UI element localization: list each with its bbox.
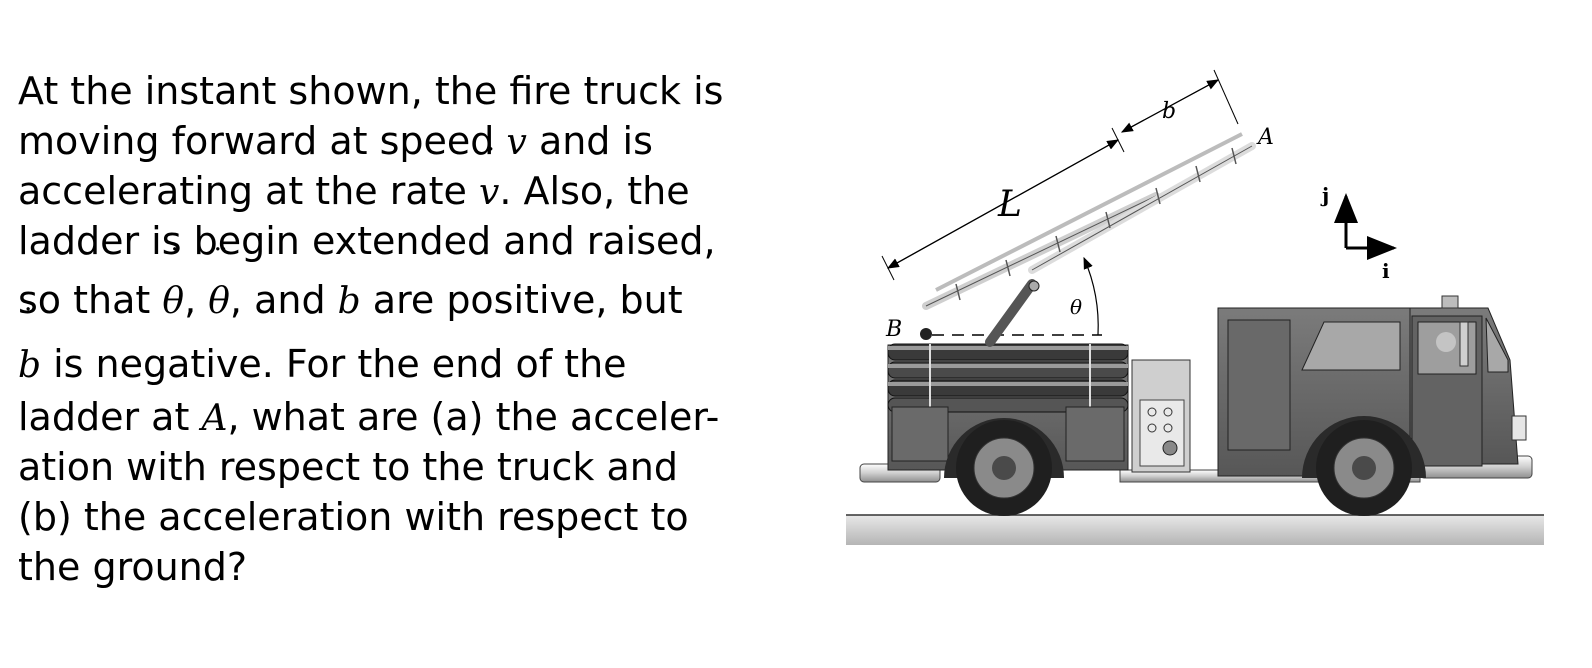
text-segment: At the instant shown, the fire truck is: [18, 69, 724, 113]
label-b: b: [1162, 99, 1176, 124]
label-L: L: [997, 184, 1022, 225]
double-dot-accent-icon: ¨: [23, 303, 39, 338]
dot-accent-icon: ˙: [343, 243, 359, 278]
dimension-b-line-back: [1120, 79, 1219, 133]
text-segment: ladder at: [18, 395, 202, 439]
double-dot-accent-icon: ¨: [213, 243, 229, 278]
dot-accent-icon: ˙: [483, 143, 499, 178]
symbol-letter: v: [479, 172, 500, 213]
problem-line: b ¨ is negative. For the end of the: [18, 306, 818, 392]
text-segment: so that: [18, 278, 163, 322]
fire-truck-figure: L b A B θ j i: [846, 69, 1544, 545]
problem-line: At the instant shown, the fire truck is: [18, 66, 818, 116]
cab-window: [1301, 321, 1401, 371]
label-i: i: [1382, 259, 1390, 283]
problem-line: moving forward at speed v and is: [18, 116, 818, 166]
text-segment: are positive, but: [360, 278, 683, 322]
pump-gauges: [1139, 399, 1185, 467]
gauge-icon: [1147, 423, 1157, 433]
text-segment: , what are (a) the acceler-: [227, 395, 720, 439]
symbol-theta-dot: θ˙: [162, 246, 185, 336]
gauge-icon: [1147, 407, 1157, 417]
ladder-rail: [935, 132, 1243, 292]
symbol-theta-ddot: θ¨: [208, 246, 230, 336]
text-segment: and is: [526, 119, 653, 163]
symbol-b-ddot: b¨: [18, 306, 42, 404]
hose-rack: [887, 343, 1129, 413]
text-segment: the ground?: [18, 545, 248, 589]
symbol-letter: b: [18, 345, 42, 386]
rear-compartment: [891, 406, 949, 462]
symbol-letter: b: [337, 281, 361, 322]
label-j: j: [1320, 183, 1329, 207]
label-A: A: [1256, 125, 1274, 150]
problem-line: the ground?: [18, 542, 818, 592]
headlight-icon: [1511, 415, 1527, 441]
problem-line: ation with respect to the truck and: [18, 442, 818, 492]
cab-compartment-door: [1227, 319, 1291, 451]
rear-wheel: [956, 420, 1052, 516]
mirror-icon: [1459, 321, 1469, 367]
theta-arc: [1083, 256, 1099, 336]
text-segment: . Also, the: [499, 169, 690, 213]
symbol-v-dot: v˙: [479, 146, 500, 218]
text-segment: , and: [229, 278, 338, 322]
lift-cylinder: [985, 279, 1037, 347]
symbol-b-dot: b˙: [337, 246, 361, 336]
label-theta: θ: [1070, 295, 1082, 319]
symbol-letter: θ: [162, 281, 185, 322]
driver-silhouette-icon: [1436, 332, 1456, 352]
warning-light-icon: [1441, 295, 1459, 309]
gauge-icon: [1163, 407, 1173, 417]
text-segment: (b) the acceleration with respect to: [18, 495, 689, 539]
side-compartment: [1065, 406, 1125, 462]
ladder-rungs: [955, 147, 1237, 301]
text-segment: is negative. For the end of the: [41, 342, 627, 386]
dimension-L-line-back: [886, 139, 1119, 269]
symbol-A: A: [201, 398, 228, 439]
problem-line: so that θ˙, θ¨, and b˙ are positive, but: [18, 246, 818, 326]
pivot-B: [920, 328, 932, 340]
dot-accent-icon: ˙: [167, 243, 183, 278]
problem-line: ladder is begin extended and raised,: [18, 216, 818, 266]
problem-statement: At the instant shown, the fire truck is …: [18, 66, 818, 592]
front-wheel: [1316, 420, 1412, 516]
problem-line: (b) the acceleration with respect to: [18, 492, 818, 542]
text-segment: ladder is begin extended and raised,: [18, 219, 716, 263]
cylinder-joint: [1028, 280, 1040, 292]
gauge-icon: [1163, 423, 1173, 433]
text-segment: ation with respect to the truck and: [18, 445, 678, 489]
symbol-v: v: [506, 122, 527, 163]
text-segment: ,: [184, 278, 209, 322]
problem-line: accelerating at the rate v˙. Also, the: [18, 146, 818, 218]
valve-icon: [1162, 440, 1178, 456]
ground: [846, 515, 1544, 545]
label-B: B: [885, 317, 902, 342]
problem-line: ladder at A, what are (a) the acceler-: [18, 392, 818, 442]
windshield: [1485, 317, 1509, 373]
symbol-letter: θ: [208, 281, 230, 322]
text-segment: moving forward at speed: [18, 119, 507, 163]
text-segment: accelerating at the rate: [18, 169, 480, 213]
